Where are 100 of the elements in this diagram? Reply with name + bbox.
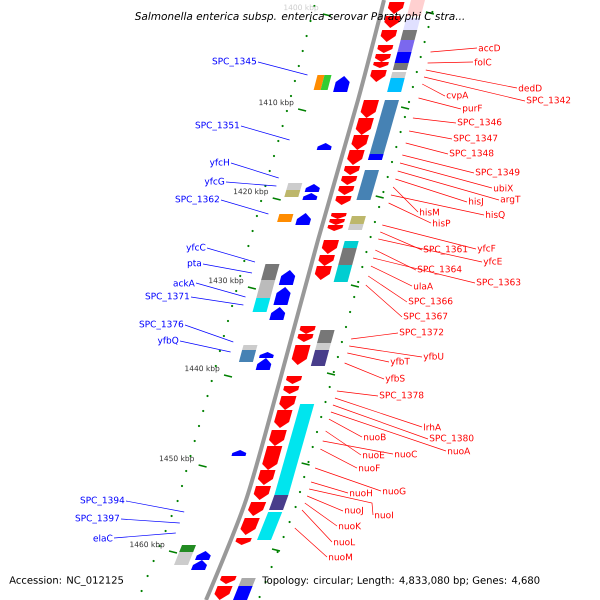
gene-label: SPC_1346	[458, 118, 502, 128]
leader-line	[412, 118, 456, 124]
gene-label: SPC_1394	[80, 496, 124, 506]
leader-line	[370, 266, 412, 286]
gene-label: SPC_1376	[140, 320, 184, 330]
gene-label: pta	[188, 260, 201, 268]
leader-line	[310, 482, 348, 494]
gene-label: SPC_1342	[526, 96, 570, 106]
leader-line	[320, 448, 358, 468]
gene-label: purF	[463, 104, 482, 114]
gene-label: yfbT	[390, 358, 410, 366]
leader-line	[206, 248, 256, 262]
gene-label: SPC_1362	[176, 196, 219, 204]
gene-label: yfbQ	[158, 336, 178, 346]
gene-label: yfcG	[204, 178, 224, 186]
gene-label: nuoK	[339, 522, 362, 530]
gene-label: SPC_1372	[400, 328, 444, 338]
gene-label: yfcH	[210, 158, 229, 168]
leader-line	[314, 468, 382, 492]
leader-line	[390, 194, 484, 216]
gene-label: argT	[500, 196, 520, 204]
gene-label: cvpA	[446, 92, 468, 100]
gene-label: SPC_1378	[380, 392, 424, 400]
gene-label: hisJ	[469, 198, 483, 206]
leader-line	[322, 440, 394, 454]
gene-label: SPC_1349	[476, 168, 520, 178]
leader-line	[325, 430, 362, 456]
leader-line	[302, 510, 332, 542]
gene-label: nuoA	[448, 448, 470, 454]
gene-label: ulaA	[414, 282, 434, 290]
leader-line	[308, 488, 374, 516]
gene-label: SPC_1371	[146, 292, 189, 302]
leader-line	[380, 232, 422, 250]
leader-line	[382, 224, 476, 250]
leader-line	[294, 528, 328, 558]
leader-line	[196, 282, 246, 298]
leader-line	[397, 170, 500, 200]
title: Salmonella enterica subsp. enterica serovar Paratyphi C stra...	[134, 12, 464, 22]
gene-label: SPC_1347	[454, 134, 498, 144]
leader-line	[350, 332, 398, 340]
gene-label: ackA	[174, 280, 195, 286]
gene-label: nuoC	[395, 450, 417, 458]
gene-label: nuoB	[364, 434, 386, 440]
accession-text: Accession: NC_012125	[9, 576, 124, 586]
leader-line	[304, 502, 338, 526]
leader-line	[226, 182, 277, 186]
gene-label: SPC_1397	[76, 514, 120, 524]
leader-line	[190, 296, 244, 306]
leader-line	[332, 404, 428, 440]
leader-line	[220, 200, 269, 214]
leader-line	[402, 154, 474, 174]
gene-label: yfcE	[483, 258, 502, 266]
leader-line	[306, 496, 344, 512]
leader-line	[202, 264, 252, 274]
leader-line	[427, 62, 474, 64]
gene-label: nuoI	[375, 512, 393, 518]
leader-line	[365, 284, 402, 318]
gene-label: nuoL	[334, 538, 356, 546]
leader-line	[374, 250, 416, 270]
gene-label: yfcF	[477, 244, 496, 254]
leader-line	[328, 418, 362, 438]
gene-label: folC	[474, 58, 492, 66]
leader-line	[400, 162, 492, 188]
leader-line	[418, 98, 462, 110]
leader-line	[120, 518, 180, 524]
gene-label: nuoM	[329, 554, 352, 560]
leader-line	[395, 178, 468, 202]
gene-label: hisP	[433, 220, 450, 226]
leader-line	[424, 76, 526, 102]
gene-label: elaC	[93, 534, 112, 542]
gene-label: SPC_1348	[450, 150, 494, 158]
gene-label: SPC_1363	[476, 278, 520, 288]
gene-label: hisM	[420, 208, 439, 216]
gene-label: yfcC	[186, 244, 206, 252]
leader-line	[368, 276, 408, 302]
leader-line	[334, 398, 422, 428]
leader-line	[230, 162, 280, 178]
leader-line	[330, 412, 446, 452]
gene-label: lrhA	[424, 424, 442, 430]
leader-line	[344, 362, 384, 380]
leader-line	[126, 500, 185, 512]
leader-line	[346, 352, 390, 362]
gene-label: nuoJ	[345, 506, 363, 516]
gene-label: nuoF	[359, 464, 380, 472]
leader-line	[180, 340, 231, 352]
leader-line	[408, 130, 452, 140]
leader-line	[184, 324, 234, 342]
gene-label: SPC_1345	[212, 58, 256, 66]
gene-label: yfbS	[385, 374, 405, 384]
leader-line	[336, 390, 378, 396]
gene-label: nuoG	[383, 488, 406, 494]
leader-line	[378, 238, 482, 262]
gene-label: SPC_1367	[404, 312, 448, 322]
leader-line	[392, 186, 418, 212]
leader-line	[372, 258, 476, 284]
leader-line	[425, 70, 518, 88]
gene-label: nuoE	[363, 452, 384, 458]
leader-line	[240, 126, 290, 140]
gene-label: SPC_1366	[408, 298, 452, 306]
leader-line	[258, 62, 308, 76]
